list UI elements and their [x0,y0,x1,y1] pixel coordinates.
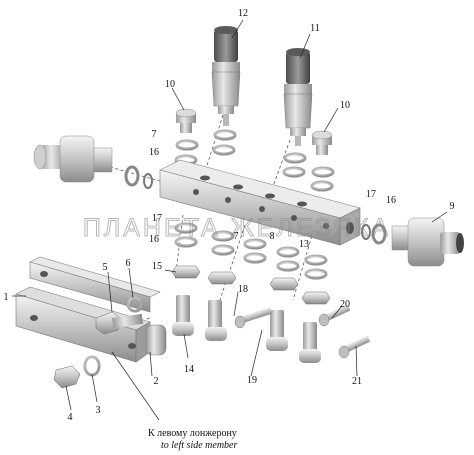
callout-18: 18 [238,284,248,295]
washers-upper [174,129,335,192]
callout-7-upper: 7 [152,129,157,140]
callout-17-lower: 17 [152,213,162,224]
callout-2: 2 [154,376,159,387]
washer-3 [83,355,101,377]
leader-lines [12,19,448,421]
caption-english: to left side member [161,440,237,451]
callout-21: 21 [352,376,362,387]
washer-6 [126,295,144,313]
callout-8: 8 [270,231,275,242]
callout-4: 4 [68,412,73,423]
callout-13: 13 [299,239,309,250]
plug-10-right [311,130,333,155]
bolt-5 [95,311,144,335]
callout-6: 6 [126,258,131,269]
callout-5: 5 [103,262,108,273]
right-coupling-9 [361,217,464,267]
elbow-fittings [172,295,321,363]
callout-17-right: 17 [366,189,376,200]
callout-14: 14 [184,364,194,375]
sensor-12 [211,26,241,126]
nuts-15 [171,265,331,305]
callout-9: 9 [450,201,455,212]
banjo-bolts [234,304,371,359]
callout-16-upper: 16 [149,147,159,158]
sensor-11 [283,48,313,146]
callout-19: 19 [247,375,257,386]
plug-10-left [175,108,197,133]
spacer-2 [145,324,167,356]
callout-11: 11 [310,23,320,34]
manifold-block [159,159,361,246]
callout-1: 1 [4,292,9,303]
nut-4 [53,365,81,389]
callout-labels: 12 11 10 10 7 16 17 16 9 17 7 16 15 5 6 … [4,8,455,423]
callout-7-lower: 7 [234,231,239,242]
callout-15: 15 [152,261,162,272]
washers-lower [174,222,328,280]
callout-20: 20 [340,299,350,310]
caption-russian: К левому лонжерону [148,428,237,439]
watermark-text: ПЛАНЕТА ЖЕЛЕЗЯКА [83,214,391,242]
callout-16-lower: 16 [149,234,159,245]
callout-10-right: 10 [340,100,350,111]
callout-12: 12 [238,8,248,19]
callout-3: 3 [96,405,101,416]
callout-16-right: 16 [386,195,396,206]
left-coupling [33,135,153,189]
callout-10-left: 10 [165,79,175,90]
